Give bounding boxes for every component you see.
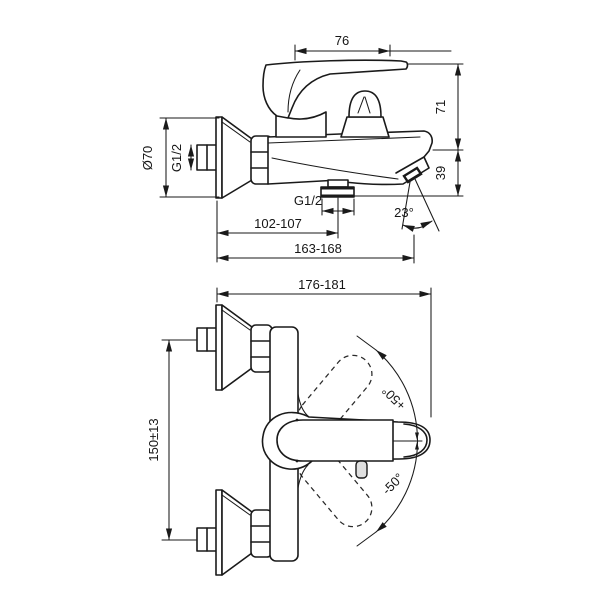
dim-wall-to-spout-tip: 163-168	[216, 234, 415, 264]
dim-label-swing-down: -50°	[379, 470, 407, 498]
shower-outlet	[320, 179, 355, 198]
dim-label-handle-height: 71	[433, 100, 448, 114]
dim-inlet-centres: 150±13	[146, 339, 197, 541]
plan-view: 176-181 150±13 +50° -50°	[146, 277, 432, 576]
dim-label-swing-up: +50°	[379, 383, 409, 413]
side-view: 76 71 39 Ø70 G1/2	[140, 33, 464, 264]
wall-union-plan-bottom	[196, 489, 273, 576]
dim-shower-outlet-thread: G1/2	[294, 193, 355, 216]
dim-spout-angle: 23°	[394, 178, 440, 232]
dim-label-wall-to-spout-tip: 163-168	[294, 241, 342, 256]
wall-union-side	[196, 116, 273, 199]
dim-overall-depth: 176-181	[216, 277, 432, 418]
dim-label-wall-to-shower-outlet: 102-107	[254, 216, 302, 231]
dim-label-spout-angle: 23°	[394, 205, 414, 220]
dim-label-inlet-thread: G1/2	[169, 144, 184, 172]
dim-lever-length: 76	[294, 33, 452, 61]
dim-inlet-thread: G1/2	[169, 144, 195, 172]
dim-label-shower-outlet-thread: G1/2	[294, 193, 322, 208]
faucet-body-side	[267, 130, 433, 198]
lever-handle-side	[262, 59, 409, 138]
dim-flange-diameter: Ø70	[140, 117, 220, 198]
body-outline	[267, 130, 433, 186]
dim-label-flange-diameter: Ø70	[140, 146, 155, 171]
wall-union-plan-top	[196, 304, 273, 391]
dim-wall-to-shower-outlet: 102-107	[216, 197, 339, 263]
dim-label-lever-length: 76	[335, 33, 349, 48]
dim-handle-height: 71 39	[352, 63, 464, 197]
aerator-icon	[402, 166, 423, 184]
diverter-knob-icon	[340, 90, 390, 138]
dim-label-inlet-centres: 150±13	[146, 418, 161, 461]
lever-handle-plan	[261, 393, 431, 489]
diverter-pin-icon	[355, 460, 368, 479]
dim-label-overall-depth: 176-181	[298, 277, 346, 292]
dim-label-spout-drop: 39	[433, 166, 448, 180]
